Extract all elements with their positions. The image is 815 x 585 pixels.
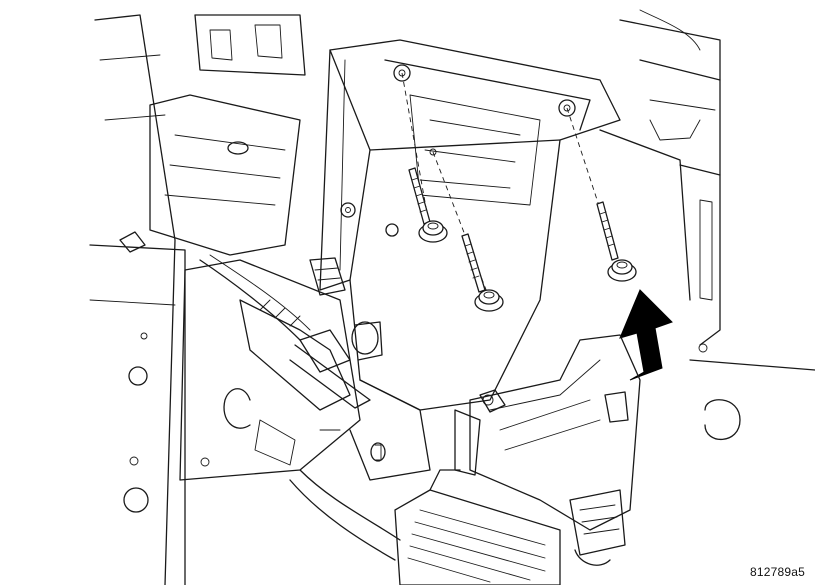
- lower-panel-details: [319, 379, 431, 481]
- bolt-callout-1: [408, 167, 448, 243]
- brake-pedal-assembly: [454, 334, 641, 566]
- column-support-bracket: [319, 39, 621, 411]
- column-mechanism: [179, 254, 383, 481]
- pedal-pad: [289, 469, 561, 585]
- bolt-callout-2: [461, 233, 504, 312]
- bolt-callout-3: [596, 201, 637, 282]
- direction-arrow: [619, 289, 673, 381]
- instrument-panel-vent: [119, 14, 306, 256]
- bolt-alignment-lines: [401, 72, 621, 301]
- figure-id-label: 812789a5: [750, 565, 805, 579]
- right-body-structure: [599, 9, 815, 441]
- left-body-panel: [89, 14, 186, 585]
